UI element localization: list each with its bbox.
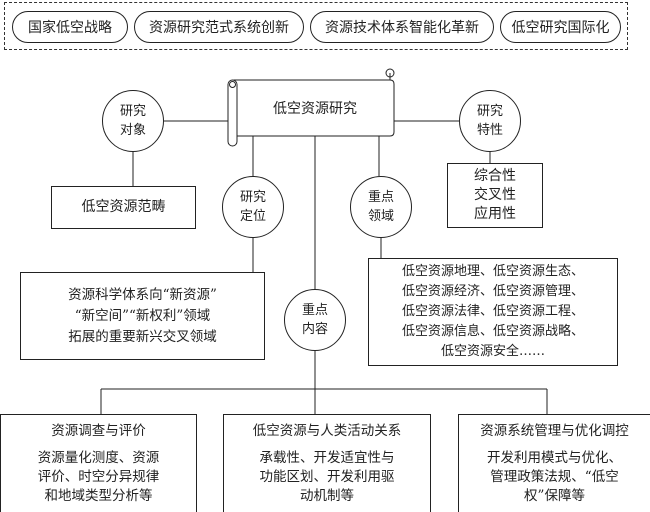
box-research-traits: 综合性 交叉性 应用性: [447, 163, 543, 228]
node-label-line: 研究: [239, 190, 266, 205]
theme-pill: 资源研究范式系统创新: [134, 11, 304, 43]
node-research-traits: 研究 特性: [459, 90, 521, 152]
node-label-line: 对象: [119, 123, 146, 138]
box-text: 低空资源法律、低空资源工程、: [401, 304, 584, 319]
box-text: 开发利用模式与优化、: [487, 450, 622, 466]
node-label-line: 重点: [301, 303, 328, 318]
box-research-object: 低空资源范畴: [51, 186, 196, 229]
box-text: 低空资源经济、低空资源管理、: [401, 284, 584, 299]
node-research-position: 研究 定位: [222, 176, 284, 238]
box-text: 功能区划、开发利用驱: [259, 469, 395, 485]
node-label-line: 重点: [367, 190, 394, 205]
node-label-line: 定位: [239, 209, 266, 224]
theme-label: 资源技术体系智能化革新: [325, 20, 479, 36]
node-research-object: 研究 对象: [102, 90, 164, 152]
box-text: 低空资源地理、低空资源生态、: [401, 264, 584, 279]
box-text: 应用性: [474, 206, 516, 222]
theme-pill: 国家低空战略: [12, 11, 128, 43]
box-human-activity: 低空资源与人类活动关系 承载性、开发适宜性与 功能区划、开发利用驱 动机制等: [223, 414, 431, 512]
node-label-line: 领域: [367, 209, 394, 224]
box-text: 承载性、开发适宜性与: [259, 450, 395, 466]
center-title: 低空资源研究: [273, 101, 357, 117]
box-title: 资源系统管理与优化调控: [480, 423, 629, 439]
box-text: 低空资源范畴: [81, 199, 166, 215]
themes-frame: [4, 2, 628, 50]
box-research-position: 资源科学体系向“新资源” “新空间”“新权利”领域 拓展的重要新兴交叉领域: [20, 272, 265, 360]
node-key-fields: 重点 领域: [350, 176, 412, 238]
box-survey-evaluation: 资源调查与评价 资源量化测度、资源 评价、时空分异规律 和地域类型分析等: [0, 414, 197, 512]
theme-label: 低空研究国际化: [511, 20, 610, 36]
node-key-contents: 重点 内容: [284, 289, 346, 351]
box-text: 交叉性: [474, 187, 516, 203]
box-text: 低空资源信息、低空资源战略、: [401, 324, 584, 339]
box-text: 综合性: [474, 168, 516, 184]
box-key-fields: 低空资源地理、低空资源生态、 低空资源经济、低空资源管理、 低空资源法律、低空资…: [368, 258, 618, 366]
box-text: 动机制等: [300, 488, 354, 504]
node-label-line: 研究: [476, 104, 503, 119]
box-text: 权”保障等: [524, 488, 585, 504]
box-text: 管理政策法规、“低空: [490, 469, 619, 485]
node-label-line: 特性: [476, 123, 503, 138]
box-text: 低空资源安全……: [440, 344, 545, 359]
box-title: 低空资源与人类活动关系: [252, 423, 402, 439]
box-text: 资源科学体系向“新资源”: [68, 286, 217, 303]
box-text: 拓展的重要新兴交叉领域: [68, 328, 217, 345]
box-title: 资源调查与评价: [51, 423, 146, 439]
box-text: “新空间”“新权利”领域: [74, 307, 211, 324]
theme-label: 国家低空战略: [28, 20, 112, 36]
theme-label: 资源研究范式系统创新: [149, 20, 289, 36]
box-system-management: 资源系统管理与优化调控 开发利用模式与优化、 管理政策法规、“低空 权”保障等: [458, 414, 650, 512]
box-text: 资源量化测度、资源: [37, 450, 160, 466]
theme-pill: 资源技术体系智能化革新: [310, 11, 494, 43]
box-text: 和地域类型分析等: [44, 488, 153, 504]
scroll-banner-shape: [227, 68, 395, 147]
node-label-line: 内容: [301, 322, 328, 337]
node-label-line: 研究: [119, 104, 146, 119]
theme-pill: 低空研究国际化: [500, 11, 621, 43]
box-text: 评价、时空分异规律: [37, 469, 160, 485]
